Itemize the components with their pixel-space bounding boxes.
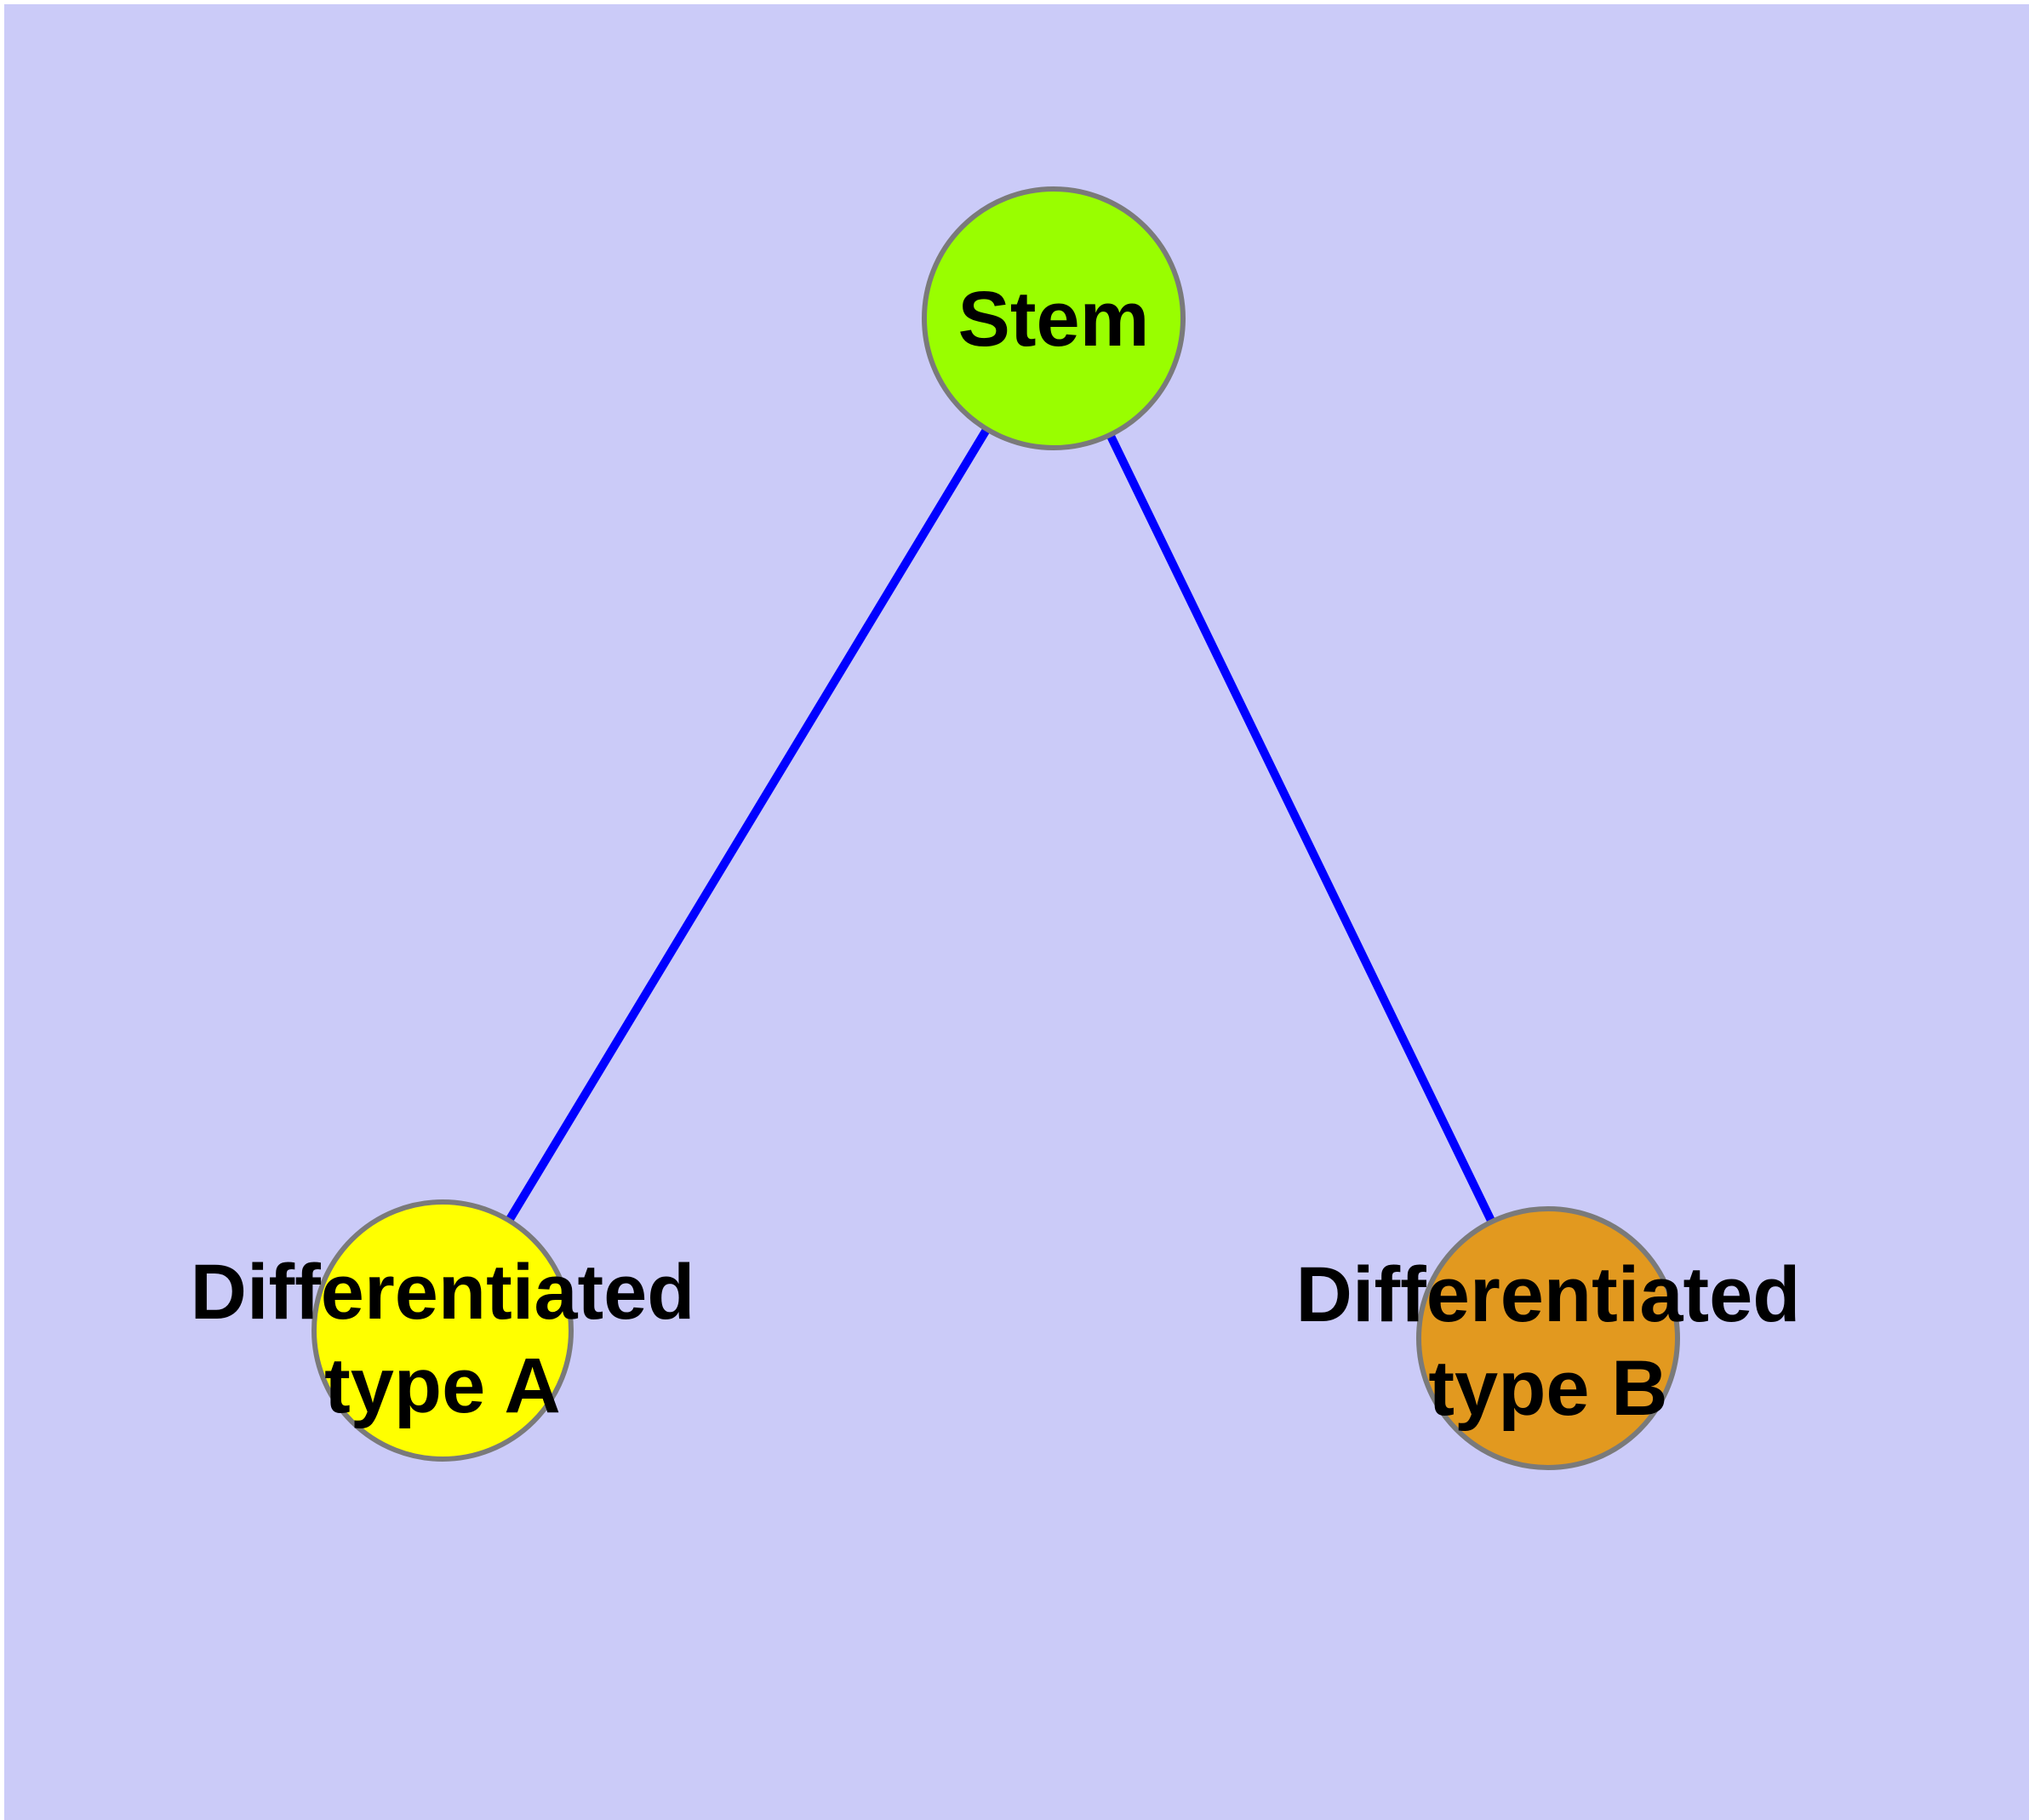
- node-differentiated-type-a-label-line2: type A: [324, 1342, 561, 1429]
- node-stem-label: Stem: [958, 276, 1150, 363]
- edge-layer: [438, 316, 1552, 1341]
- node-differentiated-type-a-circle[interactable]: [311, 1199, 574, 1462]
- node-differentiated-type-b-label-line2: type B: [1428, 1345, 1667, 1432]
- node-differentiated-type-b-label-line1: Differentiated: [1296, 1251, 1801, 1338]
- node-differentiated-type-a-label-line1: Differentiated: [191, 1249, 695, 1336]
- edge-stem-to-type-a: [438, 316, 1058, 1333]
- node-differentiated-type-b-circle[interactable]: [1416, 1206, 1680, 1470]
- node-stem-circle[interactable]: [922, 186, 1186, 450]
- node-stem[interactable]: Stem: [922, 186, 1186, 450]
- edge-stem-to-type-b: [1049, 316, 1552, 1341]
